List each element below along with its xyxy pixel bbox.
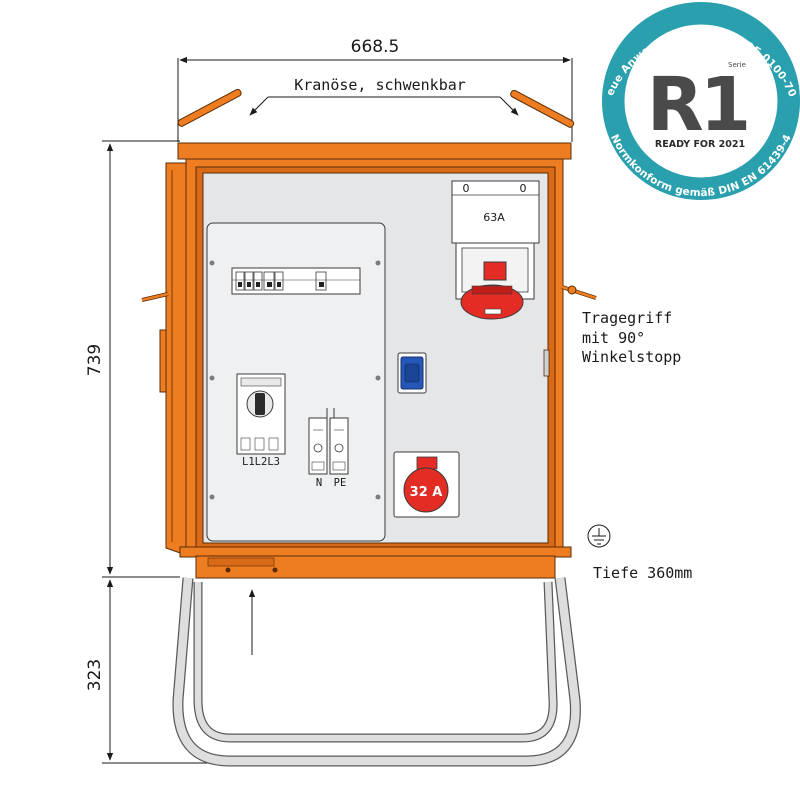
cee-socket-63a [451,180,540,320]
crane-eye-right [510,89,575,128]
crane-eye-leader-left [249,96,269,116]
crane-eye-annotation: Kranöse, schwenkbar [294,76,466,94]
handle-annotation-line1: Tragegriff [582,309,672,327]
tube-frame-stand [172,577,581,767]
side-pin-left [141,292,169,302]
height-box-label: 739 [85,344,105,376]
height-stand-dimension [102,579,220,764]
door-latch [543,349,550,377]
socket-32a-label: 32 A [410,485,443,500]
open-door [165,162,187,556]
badge-ready-text: READY FOR 2021 [655,139,745,150]
switch-knob-icon [255,393,265,415]
handle-annotation-line2: mit 90° [582,329,645,347]
socket-63a-left-mark: 0 [463,182,470,195]
door-hinge-left [159,329,167,393]
badge-logo: R1 [647,62,747,148]
housing-top-cap [177,142,572,160]
socket-63a-right-mark: 0 [520,182,527,195]
handle-annotation-line3: Winkelstopp [582,348,681,366]
height-stand-label: 323 [85,659,105,691]
height-box-dimension [102,140,180,578]
terminal-pe-label: PE [334,477,347,489]
width-dimension-label: 668.5 [351,37,400,57]
width-dimension [177,56,573,142]
cover-screws [209,260,381,500]
crane-eye-leader-right [499,96,519,116]
badge-series: Serie [728,61,746,69]
circuit-breaker-rail [231,267,361,295]
main-switch-label: L1L2L3 [242,456,280,468]
housing-base [195,555,556,579]
cee-socket-32a [393,451,460,518]
socket-63a-label: 63A [483,211,505,224]
schuko-socket [397,352,427,394]
crane-eye-left [177,88,242,127]
n-pe-terminals [308,408,349,475]
depth-annotation: Tiefe 360mm [593,564,692,582]
ground-symbol-icon [587,524,611,548]
handle-pivot-right [561,285,597,300]
terminal-n-label: N [316,477,322,489]
main-switch [236,373,286,455]
